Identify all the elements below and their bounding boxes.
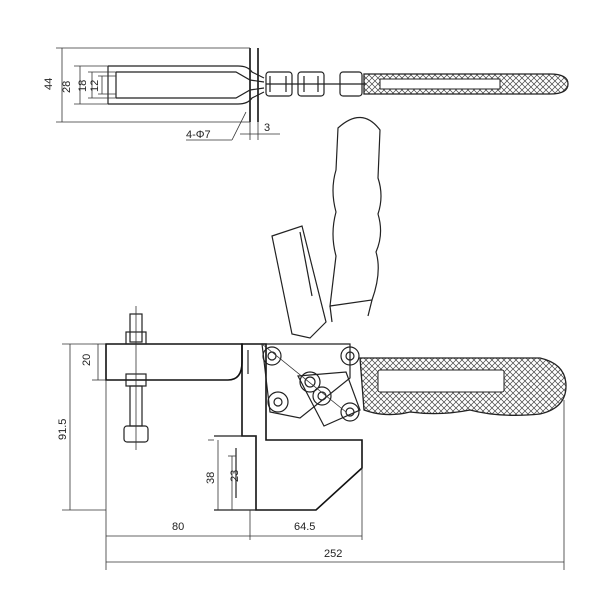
clamp-arm-outline — [105, 343, 243, 381]
dim-91-5-label: 91.5 — [57, 419, 69, 440]
dim-28-label: 28 — [61, 81, 73, 93]
side-view: 20 91.5 38 23 80 64.5 252 — [57, 116, 567, 570]
top-arm-lower — [108, 91, 265, 105]
dim-18-label: 18 — [77, 80, 89, 92]
dim-23-label: 23 — [229, 470, 241, 482]
raised-arm-outline — [271, 225, 327, 339]
pivot-6 — [340, 402, 360, 422]
dim-80-label: 80 — [172, 521, 184, 533]
dim-44-label: 44 — [43, 78, 55, 90]
top-view: 44 28 18 12 4-Φ7 3 — [43, 47, 569, 141]
plate-thickness-label: 3 — [264, 122, 270, 134]
raised-handle-outline — [329, 116, 382, 307]
pivot-5 — [267, 391, 289, 413]
dim-64-5-label: 64.5 — [294, 521, 315, 533]
dim-12-label: 12 — [89, 80, 101, 92]
pivot-2 — [340, 346, 360, 366]
dim-20-label: 20 — [81, 354, 93, 366]
pivot-4 — [312, 386, 332, 406]
top-arm-upper-inner — [116, 71, 265, 83]
hole-callout-label: 4-Φ7 — [186, 129, 211, 141]
handle-slot — [377, 369, 505, 393]
top-arm-lower-inner — [116, 87, 265, 99]
top-arm-upper — [108, 65, 265, 79]
pivot-1 — [262, 346, 282, 366]
base-foot-outline — [214, 435, 257, 511]
dim-252-label: 252 — [324, 548, 342, 560]
linkage-link — [297, 371, 361, 427]
dim-38-label: 38 — [205, 472, 217, 484]
clamp-body-outline — [241, 343, 363, 511]
pivot-3 — [299, 371, 321, 393]
